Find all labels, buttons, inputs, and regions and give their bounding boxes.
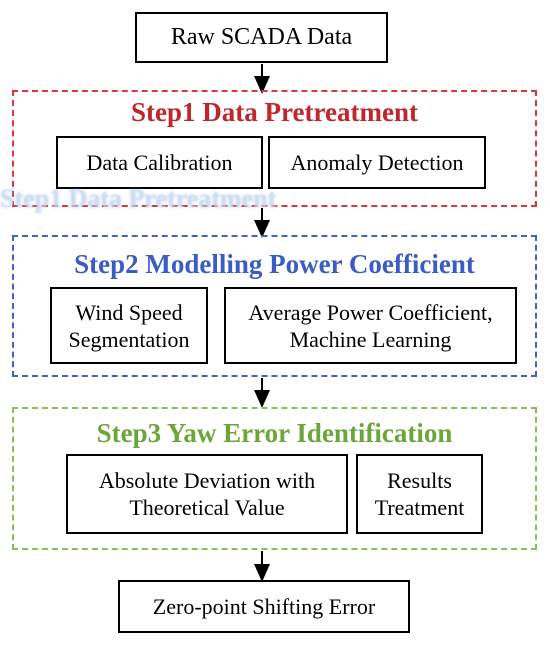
wind-speed-segmentation-box: Wind Speed Segmentation — [50, 287, 208, 364]
step2-title: Step2 Modelling Power Coefficient — [74, 249, 475, 279]
zero-point-shifting-error-box: Zero-point Shifting Error — [118, 580, 410, 633]
step1-title: Step1 Data Pretreatment — [131, 97, 418, 127]
raw-scada-data-label: Raw SCADA Data — [170, 24, 353, 50]
anomaly-detection-label: Anomaly Detection — [290, 150, 464, 175]
results-treatment-label: Results Treatment — [374, 468, 465, 520]
ghost-step1-title-artifact: Step1 Data Pretreatment — [0, 184, 280, 246]
data-calibration-label: Data Calibration — [86, 150, 233, 175]
zero-point-shifting-error-label: Zero-point Shifting Error — [152, 594, 376, 619]
ghost-step1-title: Step1 Data Pretreatment — [0, 184, 277, 213]
average-power-coefficient-label: Average Power Coefficient, Machine Learn… — [248, 299, 493, 352]
absolute-deviation-label: Absolute Deviation with Theoretical Valu… — [98, 468, 316, 520]
anomaly-detection-box: Anomaly Detection — [268, 136, 486, 189]
step3-container: Step3 Yaw Error Identification Absolute … — [12, 407, 537, 550]
absolute-deviation-box: Absolute Deviation with Theoretical Valu… — [66, 454, 348, 534]
step3-title: Step3 Yaw Error Identification — [96, 418, 453, 448]
step1-container: Step1 Data Pretreatment Data Calibration… — [12, 90, 537, 207]
results-treatment-box: Results Treatment — [356, 454, 483, 534]
raw-scada-data-box: Raw SCADA Data — [135, 12, 388, 63]
average-power-coefficient-box: Average Power Coefficient, Machine Learn… — [224, 287, 517, 364]
wind-speed-segmentation-label: Wind Speed Segmentation — [68, 299, 190, 352]
step2-container: Step2 Modelling Power Coefficient Wind S… — [12, 235, 537, 377]
data-calibration-box: Data Calibration — [56, 136, 263, 189]
